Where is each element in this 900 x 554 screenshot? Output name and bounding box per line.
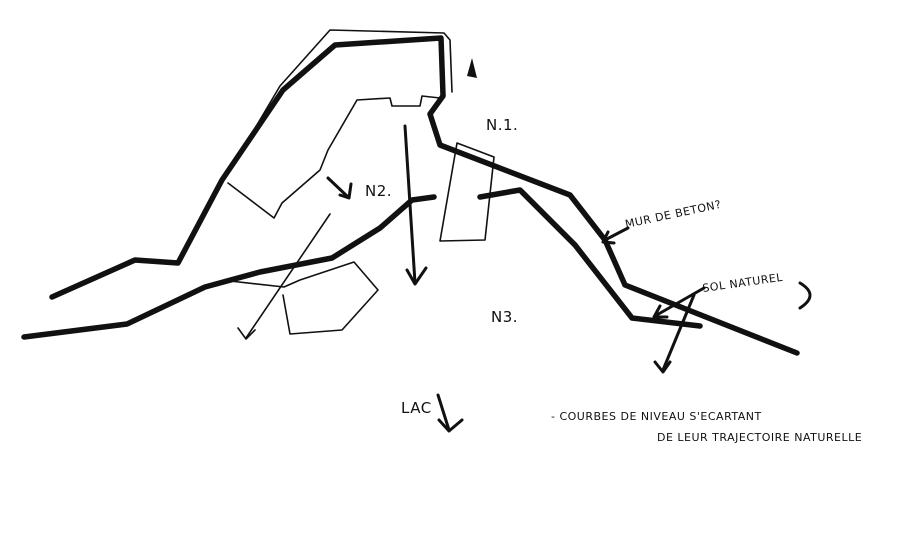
label-sol: SOL NATUREL bbox=[702, 271, 785, 295]
label-lac: LAC bbox=[401, 399, 432, 417]
arrow-sol bbox=[652, 281, 812, 374]
building-lower bbox=[229, 261, 379, 335]
note-line2: DE LEUR TRAJECTOIRE NATURELLE bbox=[657, 431, 862, 444]
north-marker-icon bbox=[467, 58, 477, 78]
label-n3: N3. bbox=[491, 308, 518, 326]
label-n2: N2. bbox=[365, 182, 392, 200]
cliff-outline bbox=[49, 29, 453, 300]
retaining-wall bbox=[427, 93, 800, 356]
flow-arrows bbox=[237, 124, 464, 433]
building-n1 bbox=[439, 142, 495, 242]
arrow-mur bbox=[603, 226, 630, 242]
lower-contour bbox=[21, 194, 437, 340]
label-n1: N.1. bbox=[486, 116, 518, 134]
building-n2 bbox=[227, 95, 441, 219]
note-line1: - COURBES DE NIVEAU S'ECARTANT bbox=[551, 410, 762, 423]
label-mur: MUR DE BETON? bbox=[624, 198, 723, 231]
